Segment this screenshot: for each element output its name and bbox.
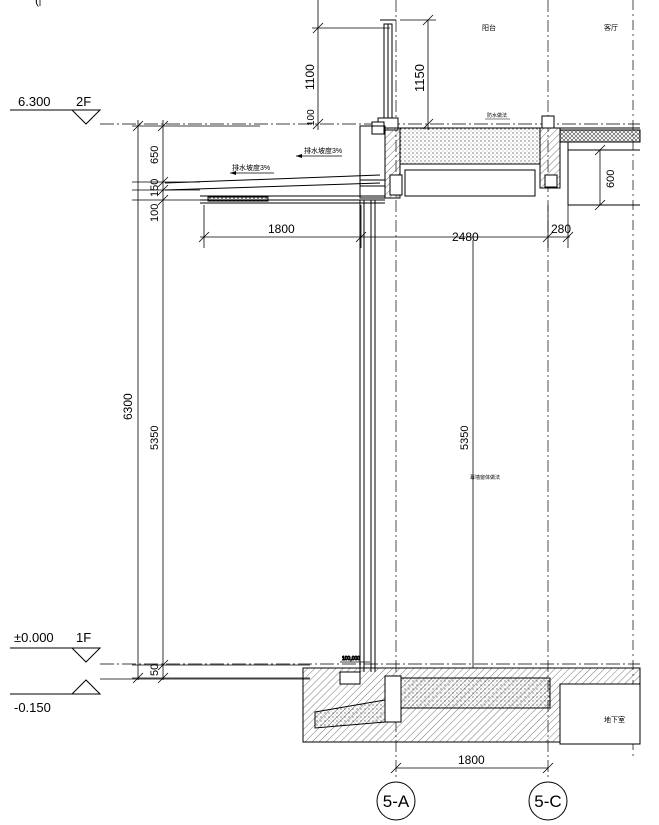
dim-5350-left: 5350 (149, 426, 161, 450)
wall-note: 幕墙窗体做法 (470, 474, 500, 481)
railing-dimension-texts: 1100 1150 100 (303, 64, 427, 126)
level-outdoor-elevation: -0.150 (14, 700, 51, 715)
dim-100: 100 (149, 204, 161, 222)
left-dimension-texts: 650 150 100 6300 5350 50 (121, 146, 161, 676)
level-1f-name: 1F (76, 630, 91, 645)
axis-bubble-5a: 5-A (376, 781, 416, 821)
room-balcony: 阳台 (482, 23, 496, 32)
slope-notes: 排水坡度3% 排水坡度3% 防水做法 (230, 112, 510, 175)
dimension-5350-mid: 5350 幕墙窗体做法 (459, 240, 500, 668)
foundation: 100,000 (302, 656, 641, 745)
room-basement: 地下室 (604, 715, 625, 724)
slope-note-left: 排水坡度3% (232, 163, 270, 172)
horizontal-dimensions-top (198, 205, 574, 248)
room-labels: 阳台 客厅 地下室 (482, 23, 625, 724)
room-living: 客厅 (604, 23, 618, 32)
railing-dimensions (312, 0, 436, 130)
left-dimension-chain (132, 120, 310, 684)
dim-650: 650 (149, 146, 161, 164)
axis-lines (395, 0, 634, 780)
dim-150: 150 (149, 179, 161, 197)
dim-2480: 2480 (452, 230, 479, 244)
dimension-600: 600 (594, 144, 617, 211)
dim-1150: 1150 (412, 64, 427, 92)
curtain-wall (359, 200, 376, 672)
dim-1800-top: 1800 (268, 222, 295, 236)
level-1f-elevation: ±0.000 (14, 630, 54, 645)
top-marker-text: ( (35, 0, 39, 7)
dim-6300: 6300 (121, 393, 135, 420)
axis-label-5a: 5-A (383, 792, 410, 811)
canopy (164, 174, 386, 204)
level-2f-name: 2F (76, 94, 91, 109)
level-marker-1f: ±0.000 1F (10, 630, 640, 665)
sill-note: 100,000 (342, 656, 360, 662)
level-2f-elevation: 6.300 (18, 94, 51, 109)
top-level-marker: ( (35, 0, 41, 7)
axis-label-5c: 5-C (534, 792, 561, 811)
dim-1800-bottom: 1800 (458, 753, 485, 767)
level-marker-outdoor: -0.150 (10, 678, 310, 715)
horizontal-dimension-texts-top: 1800 2480 280 (268, 222, 571, 244)
horizontal-dimension-bottom (390, 762, 554, 774)
dim-600: 600 (605, 170, 617, 188)
dim-280: 280 (551, 222, 571, 236)
floor2-slab (359, 115, 641, 206)
dim-100-top: 100 (306, 109, 317, 126)
dim-5350-mid: 5350 (459, 426, 471, 450)
dim-50: 50 (149, 664, 161, 676)
waterproof-note: 防水做法 (487, 112, 507, 119)
slope-note-right: 排水坡度3% (304, 146, 342, 155)
railing (377, 19, 399, 131)
dim-1100: 1100 (303, 64, 317, 90)
axis-bubble-5c: 5-C (528, 781, 568, 821)
